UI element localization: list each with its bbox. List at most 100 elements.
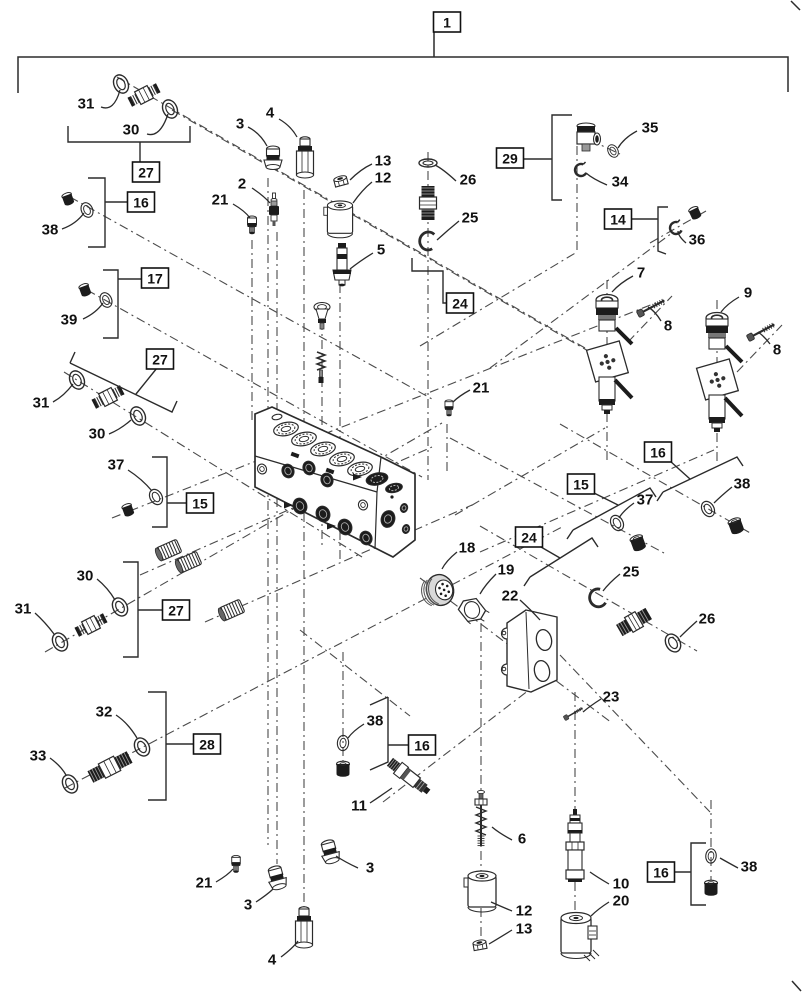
shape bbox=[103, 761, 112, 776]
shape bbox=[724, 344, 744, 364]
callout-38: 38 bbox=[734, 476, 751, 493]
leader-line-34 bbox=[585, 172, 608, 186]
boxed-callout-frame-24 bbox=[514, 526, 544, 548]
manifold-top-port-dark bbox=[365, 472, 389, 486]
part-spring bbox=[314, 351, 328, 383]
shape bbox=[94, 767, 101, 780]
group-bracket bbox=[152, 456, 187, 528]
shape bbox=[444, 406, 454, 410]
callout-31: 31 bbox=[78, 96, 95, 113]
shape bbox=[294, 433, 314, 445]
leader-line-38 bbox=[713, 486, 733, 504]
shape bbox=[302, 460, 316, 476]
callout-7: 7 bbox=[637, 265, 645, 282]
shape bbox=[357, 499, 369, 511]
shape bbox=[654, 302, 658, 308]
callout-13: 13 bbox=[516, 921, 533, 938]
shape bbox=[120, 753, 128, 766]
shape bbox=[88, 770, 96, 783]
shape bbox=[340, 522, 350, 532]
shape bbox=[565, 841, 585, 851]
callout-30: 30 bbox=[89, 426, 106, 443]
leader-line-7 bbox=[611, 275, 634, 293]
part-cring bbox=[588, 587, 607, 609]
boxed-callout-frame-16 bbox=[646, 861, 676, 883]
leader-line-3 bbox=[335, 855, 359, 869]
part-coil20 bbox=[560, 911, 600, 962]
shape bbox=[160, 545, 167, 560]
leader-line-21 bbox=[215, 868, 234, 883]
shape bbox=[124, 511, 135, 517]
boxed-callout-frame-29 bbox=[495, 147, 525, 169]
shape bbox=[570, 818, 580, 821]
shape bbox=[319, 322, 325, 330]
boxed-callout-frame-17 bbox=[140, 267, 170, 289]
part-solvalve bbox=[585, 293, 634, 414]
group-bracket bbox=[148, 691, 194, 801]
shape bbox=[296, 171, 314, 179]
shape bbox=[573, 809, 577, 815]
shape bbox=[667, 636, 679, 650]
boxed-callout-27: 27 bbox=[152, 352, 168, 368]
leader-line-37 bbox=[618, 502, 635, 519]
shape bbox=[401, 505, 407, 511]
part-oring bbox=[336, 734, 350, 752]
part-sensor11 bbox=[386, 757, 431, 795]
callout-32: 32 bbox=[96, 704, 113, 721]
shape bbox=[270, 214, 278, 222]
callout-33: 33 bbox=[30, 748, 47, 765]
boxed-callout-frame-1 bbox=[432, 11, 462, 33]
shape bbox=[314, 351, 328, 371]
part-valve6 bbox=[474, 789, 488, 847]
shape bbox=[161, 99, 179, 119]
shape bbox=[133, 409, 143, 423]
callout-20: 20 bbox=[613, 893, 630, 910]
shape bbox=[65, 777, 75, 791]
shape bbox=[415, 780, 423, 789]
part-oring bbox=[80, 202, 94, 218]
shape bbox=[577, 708, 580, 713]
callout-30: 30 bbox=[123, 122, 140, 139]
part-conn18 bbox=[421, 573, 455, 607]
manifold-top-port bbox=[347, 461, 373, 477]
part-screwdiag bbox=[636, 298, 665, 318]
shape bbox=[280, 425, 292, 433]
shape bbox=[85, 619, 93, 633]
part-coil bbox=[463, 870, 497, 913]
shape bbox=[467, 906, 497, 913]
shape bbox=[388, 758, 395, 768]
boxed-callout-27: 27 bbox=[138, 165, 154, 181]
leader-line-31 bbox=[34, 612, 55, 635]
shape bbox=[99, 614, 105, 624]
shape bbox=[138, 89, 146, 103]
shape bbox=[191, 552, 198, 567]
boxed-callout-28: 28 bbox=[199, 737, 215, 753]
shape bbox=[305, 463, 313, 473]
shape bbox=[418, 782, 425, 791]
callout-13: 13 bbox=[375, 153, 392, 170]
manifold-notch bbox=[290, 451, 300, 459]
callout-37: 37 bbox=[637, 492, 654, 509]
part-elbow bbox=[576, 122, 602, 152]
shape bbox=[116, 77, 126, 91]
shape bbox=[715, 377, 720, 383]
boxed-callout-1: 1 bbox=[443, 15, 451, 31]
part-nipple bbox=[616, 607, 652, 637]
shape bbox=[74, 626, 82, 637]
shape bbox=[771, 322, 775, 328]
shape bbox=[133, 737, 151, 757]
group-bracket bbox=[103, 269, 142, 339]
shape bbox=[108, 758, 117, 773]
shape bbox=[692, 213, 702, 220]
shape bbox=[137, 740, 147, 754]
shape bbox=[165, 102, 175, 116]
manifold-right-port bbox=[399, 503, 409, 513]
shape bbox=[769, 323, 773, 329]
shape bbox=[339, 737, 347, 749]
group-bracket bbox=[411, 258, 447, 304]
shape bbox=[350, 463, 370, 475]
shape bbox=[339, 762, 347, 766]
callout-38: 38 bbox=[42, 222, 59, 239]
